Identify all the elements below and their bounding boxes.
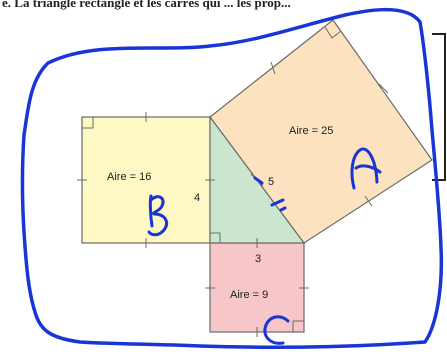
- area-label-top: Aire = 25: [289, 125, 333, 137]
- handwritten-letter-c: [263, 315, 290, 345]
- right-angle-mark-triangle: [210, 232, 221, 243]
- handwritten-letter-a: [350, 147, 382, 190]
- handwritten-outline: [20, 7, 444, 349]
- handwritten-marks: [253, 176, 287, 212]
- right-angle-mark-top: [324, 26, 342, 39]
- tick-marks-left: [77, 112, 215, 248]
- handwritten-letter-b: [147, 194, 169, 237]
- side-label-left: 4: [194, 192, 200, 204]
- right-angle-mark-bottom: [292, 320, 304, 332]
- area-label-left: Aire = 16: [107, 171, 151, 183]
- right-angle-mark-left: [82, 117, 94, 129]
- area-label-bottom: Aire = 9: [230, 289, 268, 301]
- page-edge-mark: [432, 33, 446, 181]
- side-label-hypotenuse: 5: [268, 176, 274, 188]
- tick-marks-bottom: [205, 238, 309, 337]
- side-label-bottom: 3: [255, 253, 261, 265]
- header-cut-text: e. La triangle rectangle et les carrés q…: [2, 0, 291, 10]
